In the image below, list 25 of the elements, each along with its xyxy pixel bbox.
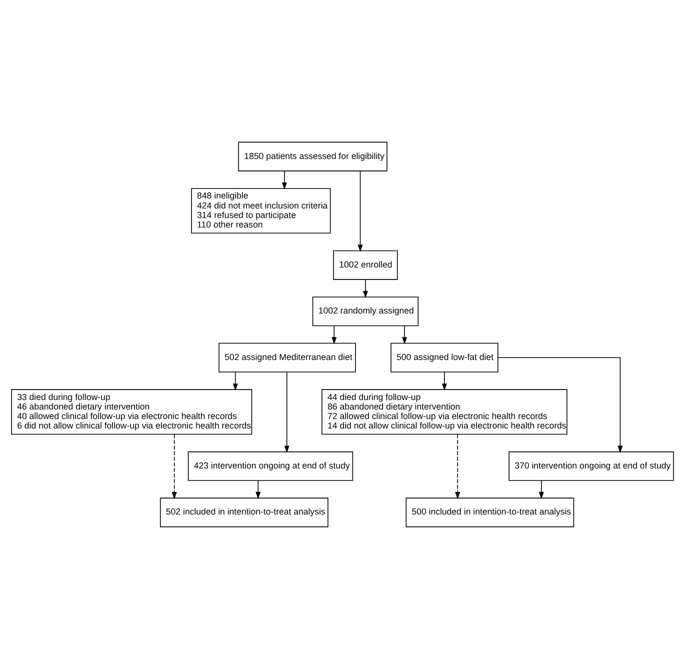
node-box: 502 included in intention-to-treat analysis (160, 497, 328, 527)
arrow (332, 324, 337, 344)
node-box: 423 intervention ongoing at end of study (188, 450, 354, 480)
node-box: 1850 patients assessed for eligibility (238, 141, 388, 171)
arrow (256, 480, 261, 499)
arrow (232, 371, 238, 390)
arrow (498, 356, 623, 452)
node-box: 848 ineligible 424 did not meet inclusion criteria 314 refused to participate 110 other reason (191, 188, 331, 234)
node-box: 1002 enrolled (333, 250, 398, 280)
node-box: 1002 randomly assigned (312, 296, 418, 326)
arrow (402, 324, 408, 344)
arrow (538, 480, 544, 499)
arrow (358, 170, 363, 252)
node-box: 33 died during follow-up 46 abandoned dietary intervention 40 allowed clinical follow-up via electronic health records 6 did not allow clinical follow-up via electronic health records (11, 388, 252, 434)
node-box: 500 included in intention-to-treat analysis (406, 497, 574, 527)
arrow (172, 434, 177, 499)
node-box: 44 died during follow-up 86 abandoned dietary intervention 72 allowed clinical follow-up via electronic health records 14 did not allow clinical follow-up via electronic health records (322, 388, 568, 434)
arrow (442, 371, 447, 390)
arrow (282, 170, 287, 190)
node-box: 370 intervention ongoing at end of study (508, 450, 674, 480)
node-box: 500 assigned low-fat diet (390, 342, 498, 372)
arrow (362, 278, 368, 298)
arrow (284, 371, 290, 452)
arrow (455, 434, 460, 499)
node-box: 502 assigned Mediterranean diet (218, 342, 356, 372)
